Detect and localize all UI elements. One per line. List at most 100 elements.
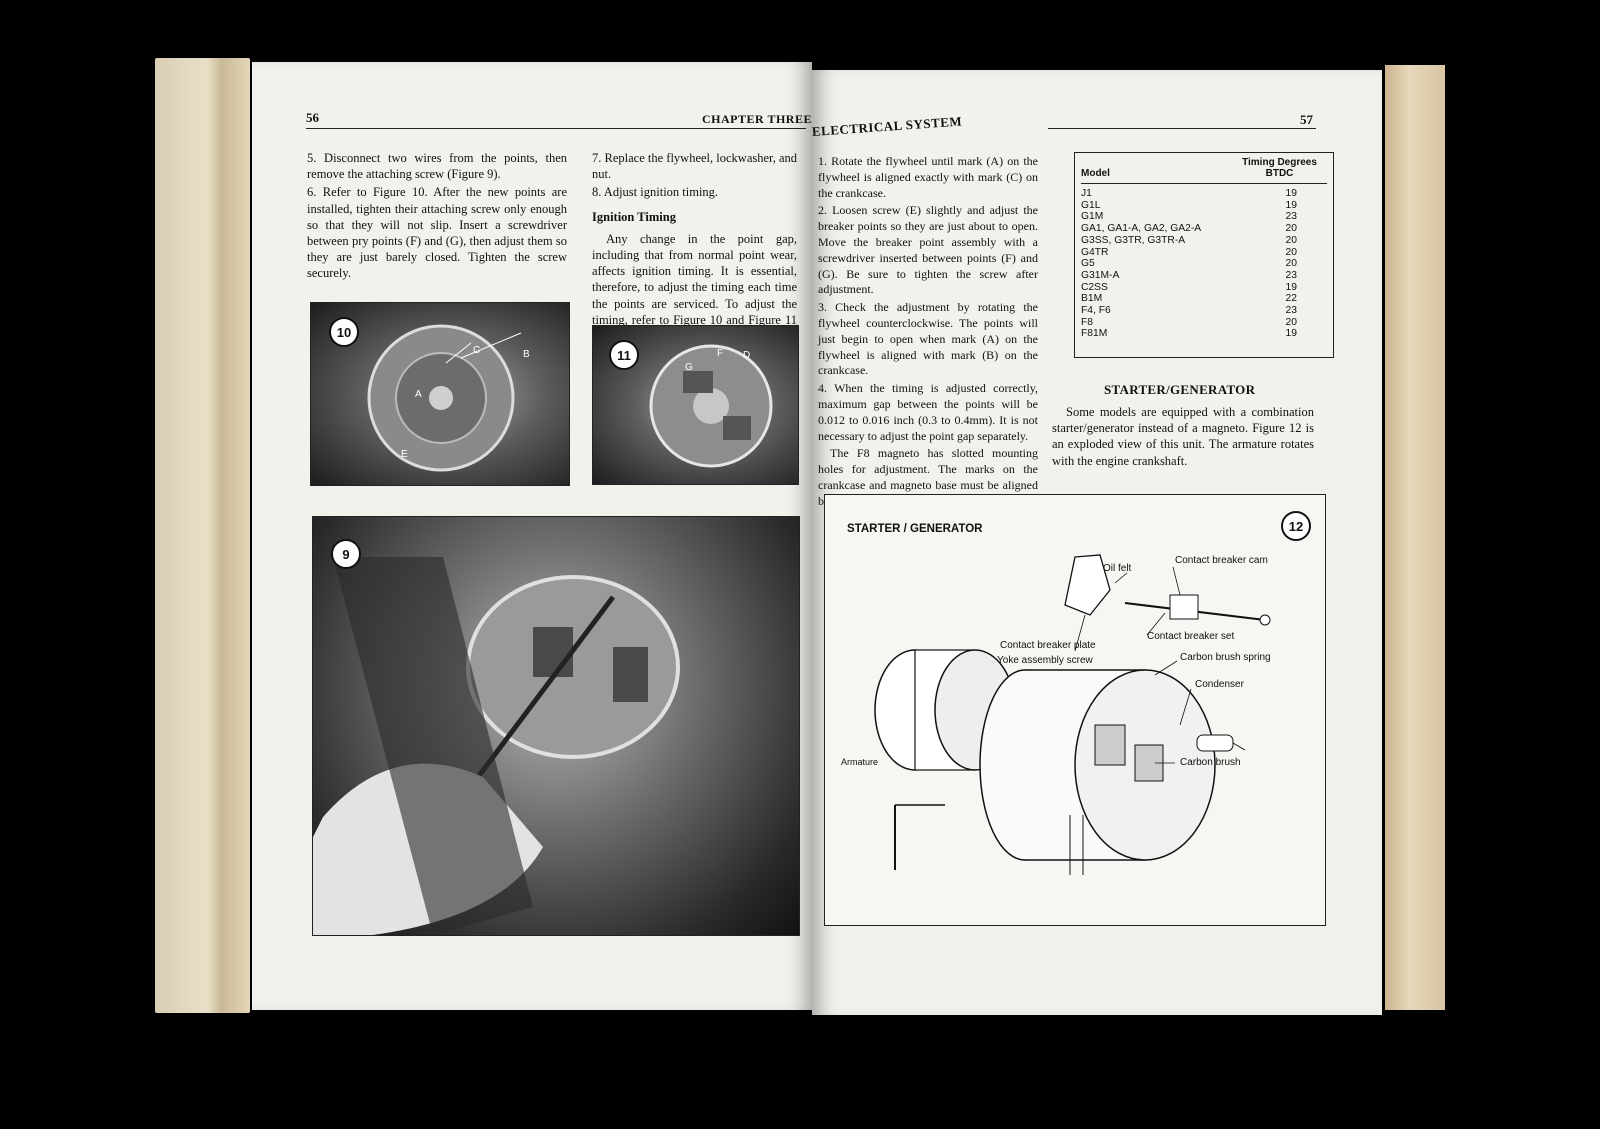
left-column-2: 7. Replace the flywheel, lockwasher, and… <box>592 150 797 346</box>
timing-table-row: C2SS 19 <box>1081 282 1327 294</box>
fig11-label-g: G <box>685 362 693 373</box>
fig10-label-a: A <box>415 389 422 400</box>
callout-oil-felt: Oil felt <box>1103 563 1132 574</box>
step-6-text: 6. Refer to Figure 10. After the new poi… <box>307 185 567 281</box>
right-page: ELECTRICAL SYSTEM 57 1. Rotate the flywh… <box>811 70 1382 1015</box>
left-page: 56 CHAPTER THREE 5. Disconnect two wires… <box>252 62 812 1010</box>
header-rule-left <box>306 128 806 129</box>
callout-condenser: Condenser <box>1195 679 1244 690</box>
col-model-header: Model <box>1081 168 1110 179</box>
callout-contact-breaker-plate: Contact breaker plate <box>1000 640 1096 651</box>
ignition-timing-heading: Ignition Timing <box>592 209 676 224</box>
diagram-title: STARTER / GENERATOR <box>847 523 983 535</box>
timing-table-row: G1L 19 <box>1081 200 1327 212</box>
timing-model-cell: F81M <box>1081 328 1108 340</box>
timing-degrees-cell: 23 <box>1285 269 1297 281</box>
timing-table-header: Model Timing Degrees BTDC <box>1081 157 1327 184</box>
timing-model-cell: GA1, GA1-A, GA2, GA2-A <box>1081 223 1202 235</box>
timing-model-cell: G4TR <box>1081 246 1109 258</box>
fig10-label-e: E <box>401 449 408 460</box>
timing-step-1: 1. Rotate the flywheel until mark (A) on… <box>818 154 1038 200</box>
figure-11-photo: 11 G F D <box>592 325 799 485</box>
timing-degrees-cell: 20 <box>1285 316 1297 328</box>
col-timing-header: Timing Degrees BTDC <box>1242 157 1317 179</box>
timing-degrees-cell: 23 <box>1285 305 1297 317</box>
timing-table-row: F81M 19 <box>1081 328 1327 340</box>
timing-degrees-cell: 20 <box>1285 246 1297 258</box>
callout-carbon-brush-spring: Carbon brush spring <box>1180 652 1271 663</box>
timing-step-3: 3. Check the adjustment by rotating the … <box>818 300 1038 378</box>
figure-10-badge: 10 <box>329 317 359 347</box>
timing-model-cell: F4, F6 <box>1081 305 1111 317</box>
yoke-housing-drawing <box>979 669 1216 861</box>
starter-generator-heading: STARTER/GENERATOR <box>1104 382 1256 397</box>
left-column-1: 5. Disconnect two wires from the points,… <box>307 150 567 284</box>
step-7-text: 7. Replace the flywheel, lockwasher, and… <box>592 151 797 182</box>
timing-degrees-cell: 19 <box>1285 281 1297 293</box>
timing-step-4: 4. When the timing is adjusted correctly… <box>818 381 1038 443</box>
book-page-edges-right <box>1385 65 1445 1010</box>
exploded-view-drawing <box>874 554 1271 875</box>
timing-model-cell: B1M <box>1081 293 1103 305</box>
figure-12-badge: 12 <box>1281 511 1311 541</box>
timing-table-row: F8 20 <box>1081 317 1327 329</box>
timing-model-cell: G31M-A <box>1081 269 1120 281</box>
timing-degrees-cell: 22 <box>1285 293 1297 305</box>
timing-model-cell: G1L <box>1081 199 1101 211</box>
callout-armature: Armature <box>841 757 879 767</box>
breaker-plate-illustration <box>649 344 773 468</box>
timing-degrees-cell: 19 <box>1285 199 1297 211</box>
callout-carbon-brush: Carbon brush <box>1180 757 1241 768</box>
timing-model-cell: G3SS, G3TR, G3TR-A <box>1081 234 1186 246</box>
timing-model-cell: J1 <box>1081 188 1092 199</box>
timing-degrees-cell: 19 <box>1285 188 1297 199</box>
timing-degrees-cell: 20 <box>1285 223 1297 235</box>
fig11-label-f: F <box>717 348 724 359</box>
page-number-right: 57 <box>1300 112 1313 127</box>
step-5-text: 5. Disconnect two wires from the points,… <box>307 151 567 182</box>
timing-model-cell: G5 <box>1081 258 1095 270</box>
timing-degrees-cell: 20 <box>1285 258 1297 270</box>
timing-table-row: GA1, GA1-A, GA2, GA2-A 20 <box>1081 223 1327 235</box>
timing-table-row: B1M 22 <box>1081 293 1327 305</box>
fig10-label-b: B <box>523 349 530 360</box>
timing-table-row: G4TR 20 <box>1081 247 1327 259</box>
header-rule-right <box>1048 128 1316 129</box>
figure-11-badge: 11 <box>609 340 639 370</box>
right-column-steps: 1. Rotate the flywheel until mark (A) on… <box>818 154 1038 512</box>
timing-model-cell: C2SS <box>1081 281 1108 293</box>
timing-step-2: 2. Loosen screw (E) slightly and adjust … <box>818 203 1038 297</box>
running-head-left: CHAPTER THREE <box>702 112 812 126</box>
timing-model-cell: F8 <box>1081 316 1094 328</box>
callout-contact-breaker-set: Contact breaker set <box>1147 631 1235 642</box>
figure-12-diagram: STARTER / GENERATOR 12 <box>824 494 1326 926</box>
page-number-left: 56 <box>306 110 319 125</box>
points-removal-illustration <box>313 557 680 935</box>
book-page-edges-left <box>155 58 250 1013</box>
magneto-flywheel-illustration <box>367 324 522 472</box>
timing-table-row: G1M 23 <box>1081 211 1327 223</box>
timing-model-cell: G1M <box>1081 211 1104 223</box>
timing-table-row: F4, F6 23 <box>1081 305 1327 317</box>
callout-contact-breaker-cam: Contact breaker cam <box>1175 555 1268 566</box>
figure-10-photo: 10 C B A E <box>310 302 570 486</box>
step-8-text: 8. Adjust ignition timing. <box>592 185 719 200</box>
starter-generator-paragraph: Some models are equipped with a combinat… <box>1052 405 1314 468</box>
condenser-drawing <box>1196 734 1246 752</box>
timing-table-row: G31M-A 23 <box>1081 270 1327 282</box>
starter-generator-body: Some models are equipped with a combinat… <box>1052 404 1314 471</box>
timing-table-row: G3SS, G3TR, G3TR-A 20 <box>1081 235 1327 247</box>
figure-9-badge: 9 <box>331 539 361 569</box>
bolt-drawings <box>894 804 1084 875</box>
callout-leaders <box>1074 566 1192 764</box>
timing-table-row: G5 20 <box>1081 258 1327 270</box>
timing-degrees-cell: 20 <box>1285 234 1297 246</box>
timing-degrees-cell: 23 <box>1285 211 1297 223</box>
breaker-plate-drawing <box>1064 554 1271 626</box>
fig11-label-d: D <box>743 350 751 361</box>
running-head-right: ELECTRICAL SYSTEM <box>811 113 963 139</box>
figure-9-photo: 9 <box>312 516 800 936</box>
timing-degrees-cell: 19 <box>1285 328 1297 340</box>
